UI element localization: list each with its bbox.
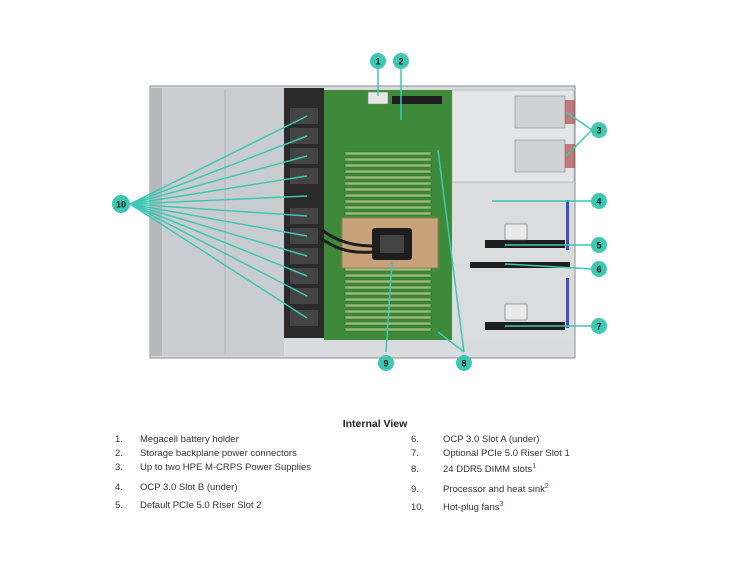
callout-label: 4 [596, 197, 601, 207]
legend-number: 1. [115, 434, 123, 445]
coolant-tubes [319, 236, 373, 254]
callout-label: 7 [596, 322, 601, 332]
fan-icon [290, 310, 318, 326]
riser-card [504, 303, 528, 321]
backplane-connector [392, 96, 442, 104]
fan-icon [290, 288, 318, 304]
callout-8: 8 [456, 355, 472, 371]
footnote-link[interactable]: 2 [544, 482, 549, 490]
psu-handle [565, 144, 575, 168]
footnote-link[interactable]: 1 [532, 462, 537, 470]
legend-text: 24 DDR5 DIMM slots1 [443, 462, 537, 475]
callout-label: 5 [596, 241, 601, 251]
psu-handle [565, 100, 575, 124]
callout-label: 10 [116, 200, 126, 210]
legend-number: 2. [115, 448, 123, 459]
drive-bay-front-rail [150, 88, 162, 356]
psu-lower [514, 139, 566, 173]
legend-text: Megacell battery holder [140, 434, 239, 445]
callout-4: 4 [591, 193, 607, 209]
legend-text: Hot-plug fans3 [443, 500, 504, 513]
legend-number: 7. [411, 448, 419, 459]
callout-6: 6 [591, 261, 607, 277]
legend-text: Optional PCIe 5.0 Riser Slot 1 [443, 448, 570, 459]
legend-text-main: 24 DDR5 DIMM slots [443, 464, 533, 475]
drive-bay [152, 88, 284, 356]
legend-text-main: Hot-plug fans [443, 502, 500, 513]
callout-10: 10 [112, 195, 130, 213]
callout-label: 6 [596, 265, 601, 275]
callout-label: 3 [596, 126, 601, 136]
callout-3: 3 [591, 122, 607, 138]
callout-label: 1 [375, 57, 380, 67]
riser-blue-bar [566, 200, 569, 250]
callout-9: 9 [378, 355, 394, 371]
coolant-tubes [321, 228, 373, 248]
callout-label: 8 [461, 359, 466, 369]
callout-label: 9 [383, 359, 388, 369]
fan-icon [290, 248, 318, 264]
leader-lines [129, 68, 593, 353]
legend-text: Processor and heat sink2 [443, 482, 549, 495]
legend-number: 9. [411, 484, 419, 495]
processor-plate [380, 235, 404, 253]
footnote-link[interactable]: 3 [499, 500, 504, 508]
riser-card [504, 223, 528, 241]
legend-text: OCP 3.0 Slot B (under) [140, 482, 238, 493]
riser-blue-bar [566, 278, 569, 328]
fan-icon [290, 148, 318, 164]
callout-2: 2 [393, 53, 409, 69]
legend-number: 8. [411, 464, 419, 475]
riser-slot-2 [485, 240, 565, 248]
legend-number: 10. [411, 502, 425, 513]
server-internal-diagram: 1 2 3 4 5 6 7 8 9 10 [112, 53, 607, 371]
legend-text: OCP 3.0 Slot A (under) [443, 434, 540, 445]
callout-5: 5 [591, 237, 607, 253]
fan-icon [290, 108, 318, 124]
legend-text: Up to two HPE M-CRPS Power Supplies [140, 462, 312, 473]
callout-label: 2 [398, 57, 403, 67]
legend-text-main: Processor and heat sink [443, 484, 545, 495]
legend-number: 5. [115, 500, 123, 511]
legend-number: 6. [411, 434, 419, 445]
callout-7: 7 [591, 318, 607, 334]
legend-number: 4. [115, 482, 123, 493]
legend-number: 3. [115, 462, 123, 473]
callout-1: 1 [370, 53, 386, 69]
diagram-caption: Internal View [342, 418, 408, 430]
legend-text: Storage backplane power connectors [140, 448, 297, 459]
psu-upper [514, 95, 566, 129]
legend-text: Default PCIe 5.0 Riser Slot 2 [140, 500, 262, 511]
